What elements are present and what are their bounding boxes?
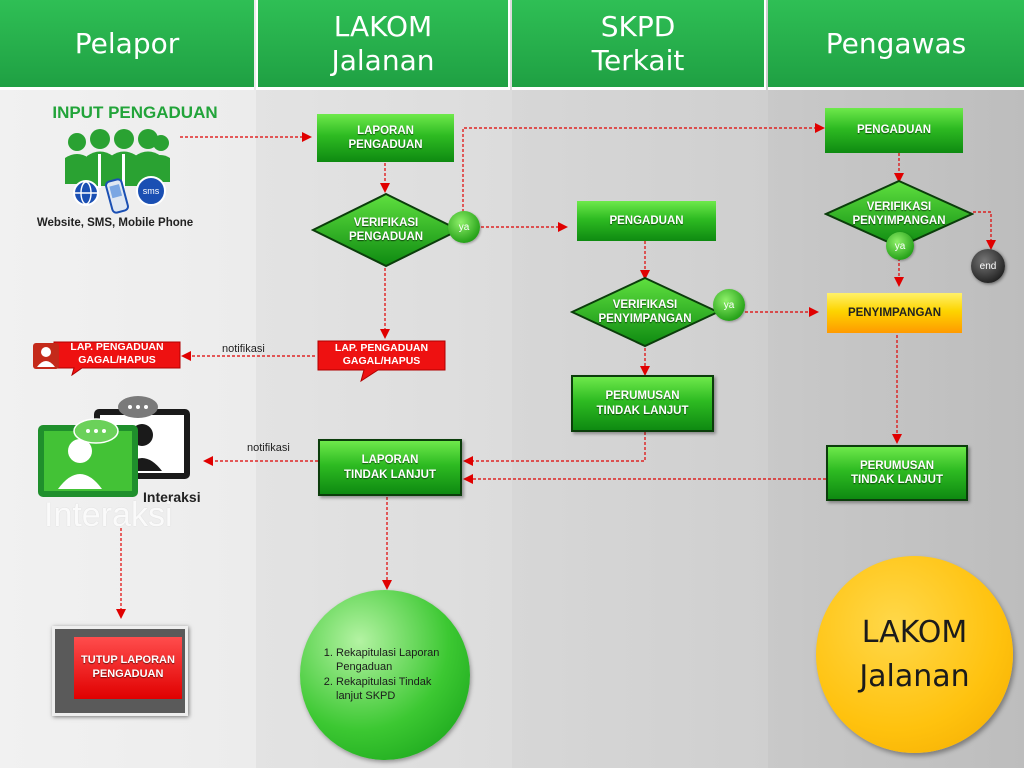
header-pengawas: Pengawas: [768, 0, 1024, 90]
ya-badge-lakom: ya: [448, 211, 480, 243]
pengawas-perumusan-box: PERUMUSAN TINDAK LANJUT: [826, 445, 968, 501]
input-pengaduan-title: INPUT PENGADUAN: [52, 103, 218, 122]
header-skpd-terkait: SKPD Terkait: [512, 0, 766, 90]
laporan-tindak-lanjut-box: LAPORAN TINDAK LANJUT: [318, 439, 462, 496]
header-pelapor: Pelapor: [0, 0, 254, 90]
penyimpangan-box: PENYIMPANGAN: [827, 293, 962, 333]
laporan-pengaduan-box: LAPORAN PENGADUAN: [317, 114, 454, 162]
pengawas-verifikasi-penyimpangan-diamond: VERIFIKASI PENYIMPANGAN: [824, 179, 974, 249]
recap-item-2: Rekapitulasi Tindak lanjut SKPD: [336, 675, 452, 704]
skpd-verifikasi-penyimpangan-diamond: VERIFIKASI PENYIMPANGAN: [570, 276, 720, 348]
people-icon: [65, 129, 170, 188]
skpd-pengaduan-box: PENGADUAN: [577, 201, 716, 241]
tutup-laporan-box: TUTUP LAPORAN PENGADUAN: [74, 637, 182, 699]
globe-icon: [73, 180, 99, 206]
notifikasi-label-1: notifikasi: [222, 343, 265, 355]
lap-pengaduan-gagal-lakom: LAP. PENGADUAN GAGAL/HAPUS: [316, 339, 447, 383]
notifikasi-label-2: notifikasi: [247, 442, 290, 454]
lap-pengaduan-gagal-pelapor: LAP. PENGADUAN GAGAL/HAPUS: [52, 340, 182, 376]
header-lakom-jalanan: LAKOM Jalanan: [256, 0, 510, 90]
sms-icon: sms: [136, 176, 166, 206]
channels-caption: Website, SMS, Mobile Phone: [36, 217, 194, 229]
ya-badge-skpd: ya: [713, 289, 745, 321]
interaksi-label: Interaksi: [143, 489, 201, 505]
interaksi-watermark: Interaksi: [44, 496, 173, 534]
user-card-icon: [33, 343, 59, 369]
verifikasi-pengaduan-diamond: VERIFIKASI PENGADUAN: [311, 192, 461, 268]
pengawas-pengaduan-box: PENGADUAN: [825, 108, 963, 153]
interaksi-chat-icon: [38, 396, 190, 497]
ya-badge-pengawas: ya: [886, 232, 914, 260]
mobile-phone-icon: [105, 178, 129, 214]
lakom-jalanan-logo: LAKOM Jalanan: [816, 556, 1013, 753]
end-node: end: [971, 249, 1005, 283]
rekapitulasi-circle: Rekapitulasi Laporan Pengaduan Rekapitul…: [300, 590, 470, 760]
recap-item-1: Rekapitulasi Laporan Pengaduan: [336, 646, 452, 675]
skpd-perumusan-box: PERUMUSAN TINDAK LANJUT: [571, 375, 714, 432]
